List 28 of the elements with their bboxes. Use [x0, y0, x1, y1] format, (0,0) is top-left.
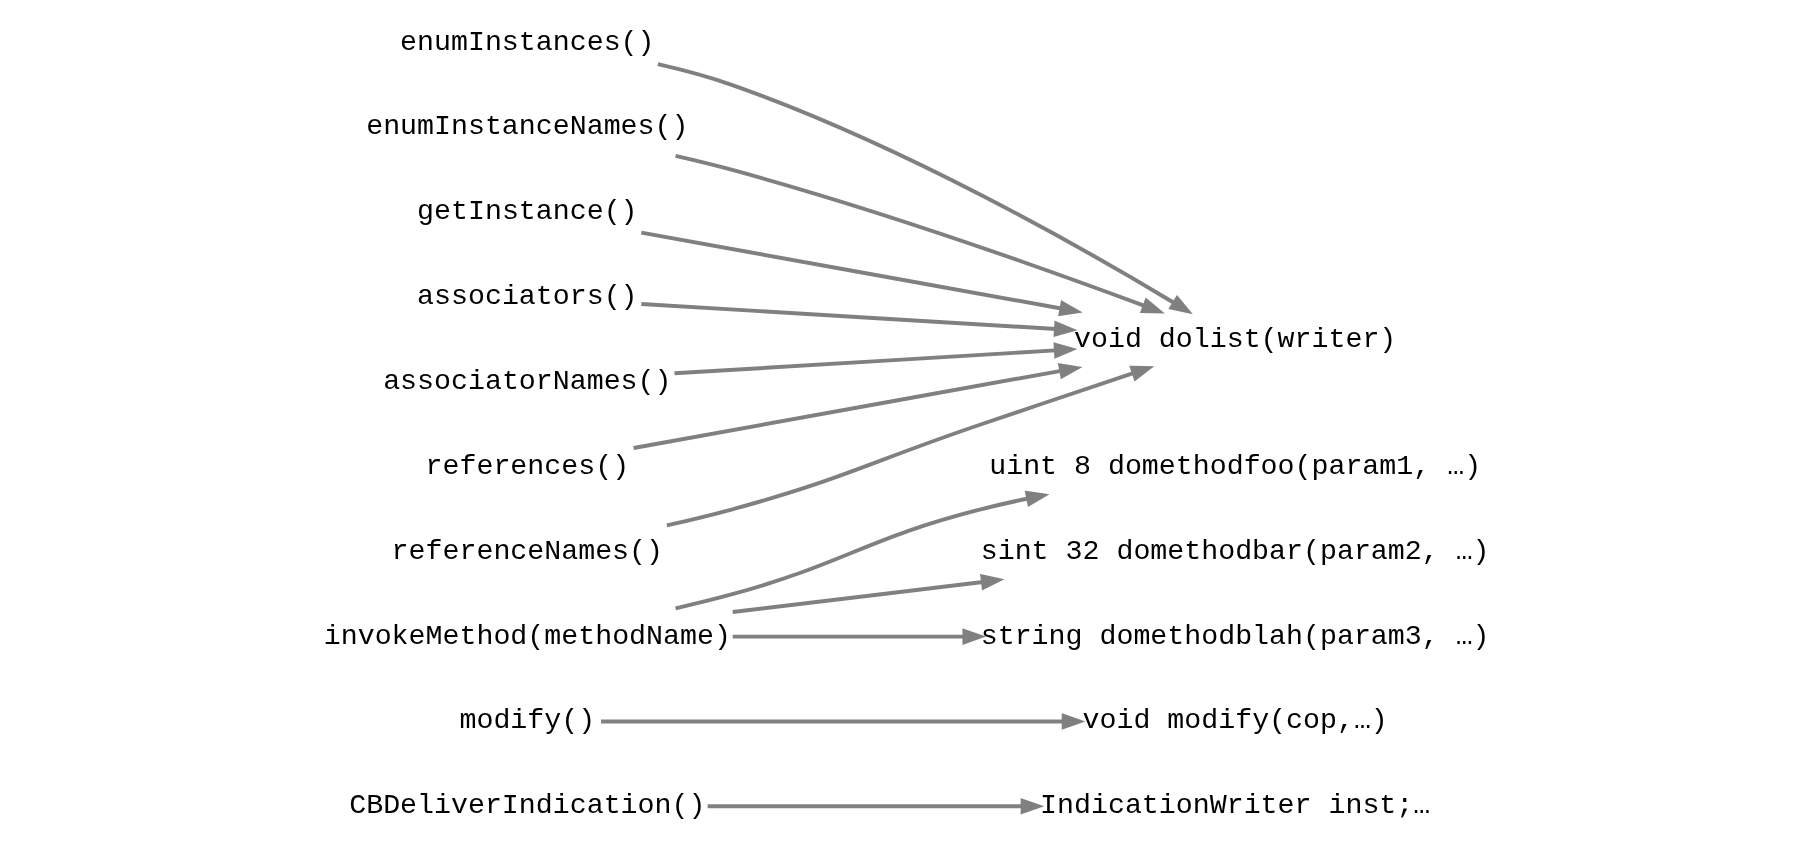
arrow [656, 62, 1193, 315]
node-text: void modify(cop,…) [1082, 704, 1388, 737]
arrow [673, 342, 1078, 376]
arrow [632, 363, 1083, 450]
arrow [640, 230, 1083, 317]
node-text: sint 32 domethodbar(param2, …) [980, 534, 1490, 567]
node-text: uint 8 domethodfoo(param1, …) [988, 449, 1481, 482]
arrow [732, 573, 1004, 615]
arrow [665, 365, 1154, 528]
node-text: invokeMethod(methodName) [323, 619, 731, 652]
node-text: associators() [416, 280, 638, 313]
node-text: associatorNames() [382, 364, 672, 397]
node-text: referenceNames() [391, 534, 663, 567]
node-text: modify() [458, 704, 595, 737]
node-text: void dolist(writer) [1073, 322, 1396, 355]
arrow [640, 302, 1078, 338]
node-text: enumInstances() [399, 25, 655, 58]
node-text: getInstance() [416, 195, 638, 228]
arrow [707, 798, 1044, 815]
node-text: IndicationWriter inst;… [1039, 789, 1430, 822]
arrow [732, 628, 986, 645]
node-text: CBDeliverIndication() [348, 789, 705, 822]
arrow [600, 713, 1085, 730]
arrow [674, 154, 1165, 314]
node-text: enumInstanceNames() [365, 110, 688, 143]
node-text: references() [425, 449, 629, 482]
node-text: string domethodblah(param3, …) [980, 619, 1490, 652]
arrow [674, 490, 1049, 611]
